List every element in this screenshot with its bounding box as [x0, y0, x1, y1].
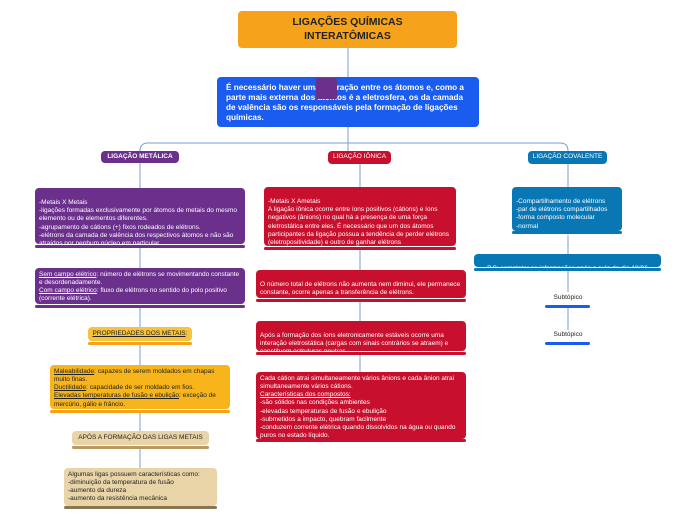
ionic-electrons-box[interactable]: O número total de elétrons não aumenta n…: [256, 270, 466, 298]
ionic-compounds-intro: Cada cátion atrai simultaneamente vários…: [260, 375, 455, 391]
subtopic-1-label: Subtópico: [553, 294, 583, 301]
covalent-bond-header[interactable]: LIGAÇÃO COVALENTE: [528, 151, 607, 164]
title-line-2: INTERATÔMICAS: [304, 29, 391, 42]
metal-properties-box-underline: [50, 410, 230, 413]
subtopic-1[interactable]: Subtópico: [543, 294, 593, 304]
metallic-definition-box[interactable]: -Metais X Metais -ligações formadas excl…: [35, 188, 245, 247]
after-alloys-label: APÓS A FORMAÇÃO DAS LIGAS METAIS: [78, 434, 203, 441]
melting-label: Elevadas temperaturas de fusão e ebuliçã…: [54, 392, 180, 400]
metal-properties-underline: [88, 342, 192, 345]
alloys-line-2: -diminuição da temperatura de fusão: [68, 479, 174, 487]
alloys-underline: [64, 506, 217, 509]
malleability-label: Maleabilidade: [54, 368, 95, 375]
ionic-bond-header[interactable]: LIGAÇÃO IÔNICA: [328, 151, 391, 164]
alloys-line-3: -aumento da dureza: [68, 487, 127, 495]
alloys-box[interactable]: Algumas ligas possuem características co…: [64, 468, 217, 506]
ionic-electrons-underline: [256, 299, 466, 302]
covalent-definition-underline: [512, 231, 622, 234]
main-topic-text: É necessário haver uma interação entre o…: [226, 83, 464, 122]
metal-properties-box[interactable]: Maleabilidade: capazes de serem moldados…: [50, 365, 230, 409]
electric-field-underline: [35, 305, 245, 308]
ionic-compounds-label: Características dos compostos:: [260, 391, 351, 399]
central-topic[interactable]: LIGAÇÕES QUÍMICAS INTERATÔMICAS: [238, 11, 457, 48]
subtopic-1-underline: [545, 305, 590, 308]
metallic-bond-header-label: LIGAÇÃO METÁLICA: [107, 153, 173, 160]
ionic-definition-box[interactable]: -Metais X Ametais A ligação iônica ocorr…: [264, 187, 456, 254]
purple-marker: [316, 78, 337, 99]
with-field-text: : fluxo de elétrons no sentido do polo p…: [39, 287, 227, 303]
ps-note-box[interactable]: P.S: completar as informações após a aul…: [474, 254, 661, 272]
alloys-line-4: -aumento da resistência mecânica: [68, 495, 167, 503]
electric-field-box[interactable]: Sem campo elétrico: número de elétrons s…: [35, 268, 245, 304]
ionic-compounds-box[interactable]: Cada cátion atrai simultaneamente vários…: [256, 372, 466, 439]
ionic-compounds-list: -são sólidos nas condições ambientes -el…: [260, 399, 456, 439]
subtopic-2-label: Subtópico: [553, 331, 583, 338]
covalent-bond-header-label: LIGAÇÃO COVALENTE: [532, 153, 603, 160]
metal-properties-header[interactable]: PROPRIEDADES DOS METAIS:: [88, 327, 192, 341]
no-field-text: : número de elétrons se movimentando con…: [39, 271, 240, 287]
covalent-definition-text: -Compartilhamento de elétrons -par de el…: [516, 198, 608, 238]
main-topic[interactable]: É necessário haver uma interação entre o…: [217, 77, 479, 127]
title-line-1: LIGAÇÕES QUÍMICAS: [292, 16, 403, 29]
ionic-compounds-underline: [256, 439, 466, 442]
subtopic-2[interactable]: Subtópico: [543, 331, 593, 341]
after-alloys-underline: [72, 446, 209, 449]
ionic-definition-underline: [264, 247, 456, 250]
melting-text: : exceção de mercúrio, gálio e frâncio.: [54, 392, 216, 408]
metallic-bond-header[interactable]: LIGAÇÃO METÁLICA: [101, 151, 179, 163]
ductility-text: : capacidade de ser moldado em fios.: [86, 384, 195, 392]
with-field-label: Com campo elétrico: [39, 287, 97, 295]
ps-note-underline: [474, 268, 661, 271]
ductility-label: Ductilidade: [54, 384, 87, 392]
subtopic-2-underline: [545, 342, 590, 345]
ionic-bond-header-label: LIGAÇÃO IÔNICA: [332, 153, 387, 160]
ionic-interaction-underline: [256, 352, 466, 355]
metallic-definition-underline: [35, 245, 245, 248]
metallic-definition-text: -Metais X Metais -ligações formadas excl…: [39, 199, 237, 247]
metal-properties-colon: :: [185, 330, 188, 337]
covalent-definition-box[interactable]: -Compartilhamento de elétrons -par de el…: [512, 187, 622, 238]
metal-properties-label: PROPRIEDADES DOS METAIS: [92, 330, 186, 337]
after-alloys-header[interactable]: APÓS A FORMAÇÃO DAS LIGAS METAIS: [72, 431, 209, 445]
ionic-interaction-text: Após a formação dos íons eletronicamente…: [260, 332, 449, 355]
ionic-interaction-box[interactable]: Após a formação dos íons eletronicamente…: [256, 321, 466, 355]
ionic-definition-text: -Metais X Ametais A ligação iônica ocorr…: [268, 198, 450, 254]
ionic-electrons-text: O número total de elétrons não aumenta n…: [260, 281, 461, 297]
alloys-line-1: Algumas ligas possuem características co…: [68, 471, 200, 478]
no-field-label: Sem campo elétrico: [39, 271, 97, 278]
malleability-text: : capazes de serem moldados em chapas mu…: [54, 368, 215, 384]
